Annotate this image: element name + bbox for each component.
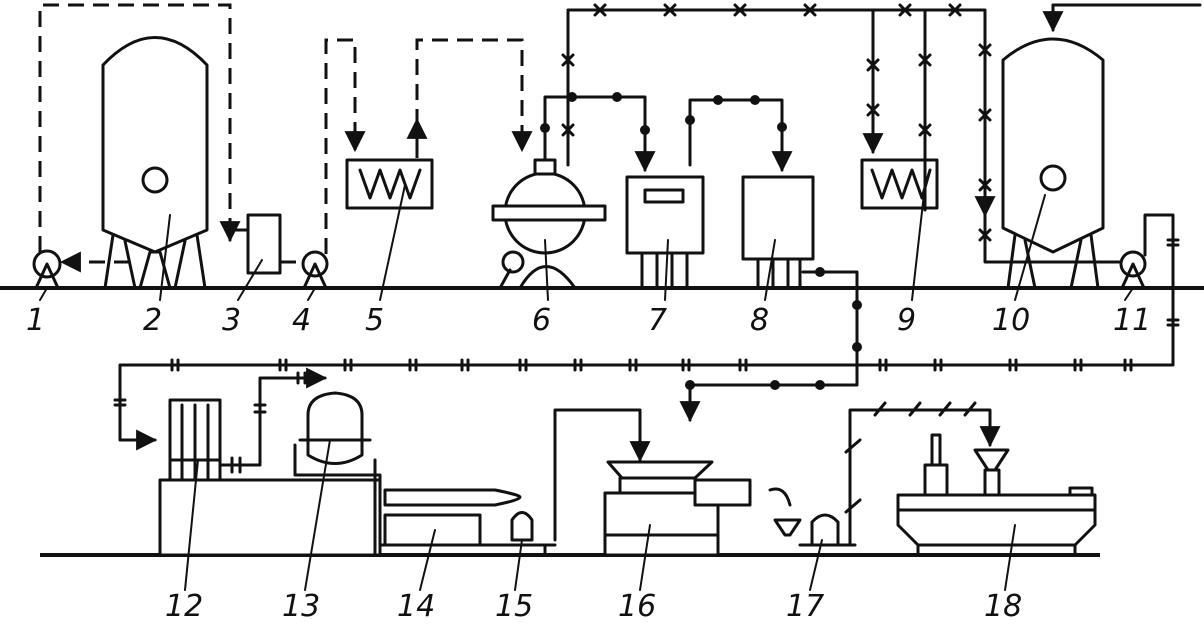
heat-exchanger-5 (345, 158, 434, 210)
dashed-line-1-3 (38, 3, 241, 252)
bead-line-7-8 (688, 98, 793, 173)
double-tick-marks (113, 238, 1180, 407)
pump-4 (301, 250, 329, 290)
leader-lines (39, 184, 1134, 591)
slash-line-17-18 (848, 408, 1001, 547)
box-3 (228, 213, 300, 275)
label-18: 18 (984, 589, 1022, 624)
line-15-16 (553, 408, 651, 542)
press-12 (158, 367, 382, 557)
label-14: 14 (397, 589, 435, 624)
label-3: 3 (222, 303, 241, 338)
label-4: 4 (292, 303, 311, 338)
label-16: 16 (618, 589, 656, 624)
bead-marks (540, 92, 862, 390)
pump-17 (768, 487, 857, 547)
label-13: 13 (282, 589, 320, 624)
label-12: 12 (165, 589, 203, 624)
equipment-labels: 1 2 3 4 5 6 7 8 9 10 11 12 13 14 15 16 1… (26, 303, 1151, 624)
label-15: 15 (495, 589, 533, 624)
label-7: 7 (648, 303, 667, 338)
label-8: 8 (750, 303, 769, 338)
feed-line-10 (1042, 3, 1202, 33)
chamber-14 (378, 488, 547, 557)
crossed-marks (561, 3, 992, 242)
tank-10 (1001, 37, 1105, 290)
dashed-line-5-6 (415, 38, 533, 153)
pump-1 (32, 249, 62, 290)
label-5: 5 (365, 303, 384, 338)
label-1: 1 (26, 303, 45, 338)
label-11: 11 (1113, 303, 1151, 338)
label-2: 2 (143, 303, 162, 338)
pump-15 (510, 511, 557, 547)
tank-18 (896, 433, 1097, 557)
apparatus-7 (625, 175, 705, 290)
label-10: 10 (992, 303, 1030, 338)
separator-6 (491, 158, 607, 290)
apparatus-8 (741, 175, 815, 290)
separator-13 (293, 391, 382, 557)
label-17: 17 (786, 589, 824, 624)
double-tick-line-11-12 (118, 213, 1175, 451)
mixer-16 (603, 460, 752, 557)
bead-line-8-16 (679, 270, 859, 423)
dashed-line-4-5 (324, 38, 366, 254)
bead-line-6-7 (543, 95, 656, 173)
label-6: 6 (532, 303, 551, 338)
label-9: 9 (897, 303, 916, 338)
pump-11 (1119, 250, 1147, 290)
tank-2 (101, 36, 209, 290)
slash-marks (844, 401, 977, 514)
